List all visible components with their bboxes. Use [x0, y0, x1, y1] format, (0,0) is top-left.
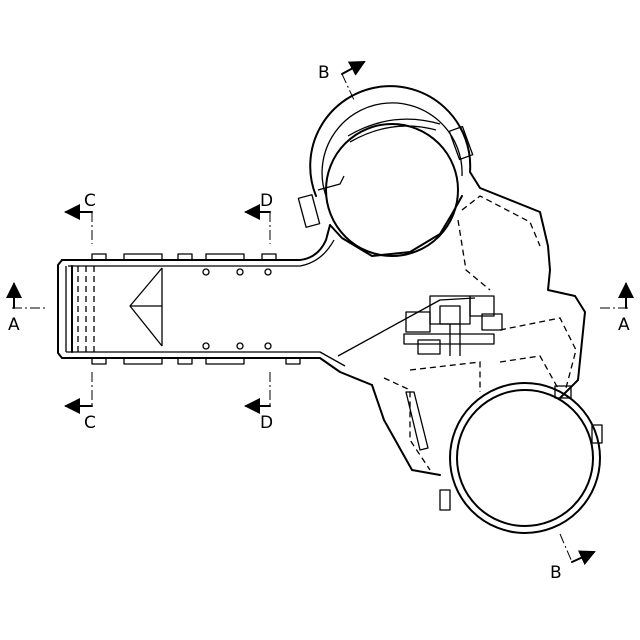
section-b: B B [318, 62, 594, 583]
left-housing [58, 225, 372, 385]
label-b-bottom: B [550, 563, 562, 583]
label-b-top: B [318, 63, 330, 83]
label-a-left: A [8, 315, 20, 335]
section-c: C C [66, 191, 96, 433]
section-a: A A [8, 284, 630, 335]
section-d: D D [246, 191, 273, 433]
upper-clamp [298, 86, 472, 256]
center-body [330, 172, 585, 475]
label-c-top: C [84, 191, 96, 211]
label-d-top: D [260, 191, 273, 211]
label-d-bottom: D [260, 413, 273, 433]
label-c-bottom: C [84, 413, 96, 433]
lower-clamp [440, 383, 602, 533]
label-a-right: A [618, 315, 630, 335]
